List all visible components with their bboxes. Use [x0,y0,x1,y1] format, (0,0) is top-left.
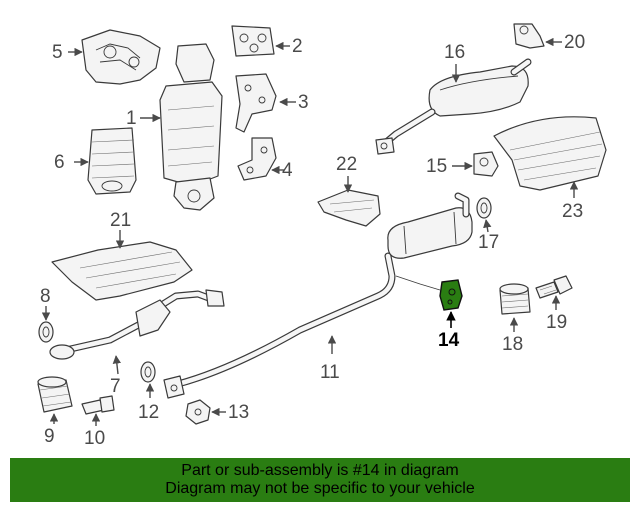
part-7-front-pipe [49,289,225,360]
callout-9: 9 [44,426,55,447]
part-20-hanger [513,23,545,49]
callout-16: 16 [444,42,465,63]
part-12-gasket [140,361,156,383]
exhaust-parts-diagram: 5 2 1 3 4 6 [37,23,607,449]
callout-17: 17 [478,232,499,253]
callout-20: 20 [564,32,585,53]
part-22-heat-shield [317,189,381,227]
callout-1: 1 [126,108,137,129]
callout-6: 6 [54,152,65,173]
callout-4: 4 [282,160,293,181]
part-8-gasket [38,321,54,343]
part-6-heat-shield [87,127,137,195]
banner-line-2: Diagram may not be specific to your vehi… [165,480,475,497]
part-2-gasket [231,25,275,57]
callout-21: 21 [110,210,131,231]
part-4-bracket [237,137,277,181]
callout-3: 3 [298,92,309,113]
callout-8: 8 [40,286,51,307]
part-21-heat-shield [51,241,193,301]
callout-22: 22 [336,154,357,175]
part-13-nut [185,399,211,425]
callout-13: 13 [228,402,249,423]
callout-23: 23 [562,201,583,222]
part-info-banner: Part or sub-assembly is #14 in diagram D… [10,458,630,502]
callout-15: 15 [426,156,447,177]
part-23-heat-shield [493,116,607,191]
callout-2: 2 [292,36,303,57]
callout-11: 11 [320,362,340,383]
part-1-catalytic-converter [159,43,223,211]
callout-7: 7 [110,376,121,397]
part-17-gasket [476,197,492,219]
callout-10: 10 [84,428,105,449]
callout-19: 19 [546,312,567,333]
part-14-hanger-highlighted [439,279,463,311]
part-18-bushing [499,283,531,315]
banner-line-1: Part or sub-assembly is #14 in diagram [181,462,459,479]
part-11-center-pipe [163,192,473,399]
part-10-bolt [81,395,115,415]
callout-18: 18 [502,334,523,355]
part-15-hanger [473,151,499,177]
part-5-manifold-heat-shield [81,29,161,85]
callout-12: 12 [138,402,159,423]
part-3-bracket [235,73,277,133]
part-19-bolt [535,275,573,299]
callout-5: 5 [52,42,63,63]
part-9-bushing [37,376,73,413]
callout-14: 14 [438,330,460,351]
